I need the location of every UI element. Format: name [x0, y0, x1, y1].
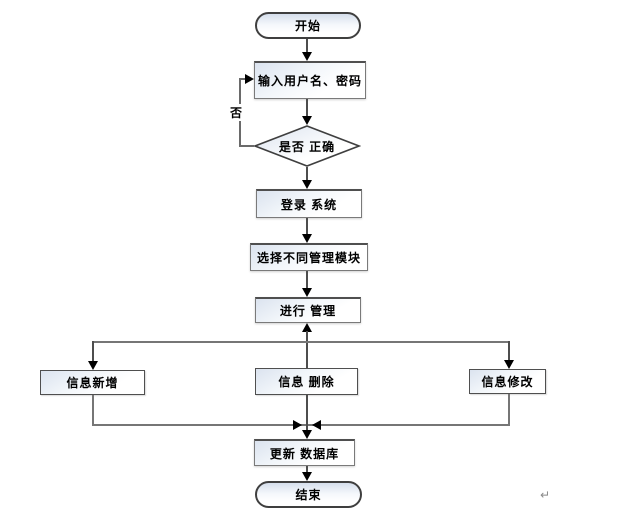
flow-node-info-modify: 信息修改: [469, 369, 546, 394]
connector-update-end: [306, 466, 308, 473]
arrowhead-down-icon: [302, 52, 312, 61]
flow-node-info-delete-label: 信息 删除: [278, 375, 335, 389]
connector-start-input: [306, 39, 308, 53]
connector-login-select: [306, 218, 308, 235]
arrowhead-down-icon: [302, 234, 312, 243]
arrowhead-down-icon: [302, 288, 312, 297]
arrowhead-left-icon: [312, 420, 321, 430]
flow-node-decision: 是否 正确: [252, 125, 362, 167]
connector-modify-merge: [508, 394, 510, 426]
connector-delete-update: [306, 395, 308, 431]
paragraph-return-mark: ↵: [540, 488, 551, 502]
arrowhead-right-icon: [293, 420, 302, 430]
flow-node-end: 结束: [255, 481, 362, 508]
flow-node-update-db: 更新 数据库: [254, 439, 355, 466]
connector-branch-top: [92, 341, 510, 343]
arrowhead-up-icon: [302, 323, 312, 332]
connector-select-manage: [306, 271, 308, 289]
flow-node-login-label: 登录 系统: [280, 197, 338, 212]
connector-manage-delete: [306, 331, 308, 368]
flow-node-info-delete: 信息 删除: [255, 368, 358, 395]
flow-node-manage: 进行 管理: [255, 297, 361, 323]
flow-node-input: 输入用户名、密码: [254, 61, 366, 99]
arrowhead-down-icon: [504, 360, 514, 369]
flow-node-start-label: 开始: [294, 19, 321, 33]
flow-node-select-module-label: 选择不同管理模块: [256, 251, 361, 265]
flow-node-info-add: 信息新增: [40, 370, 145, 395]
arrowhead-down-icon: [302, 116, 312, 125]
flow-node-decision-label: 是否 正确: [278, 139, 336, 154]
flow-node-info-modify-label: 信息修改: [481, 375, 534, 389]
connector-add-merge: [92, 395, 94, 426]
flow-node-end-label: 结束: [295, 488, 322, 502]
connector-branch-add: [92, 341, 94, 362]
flow-node-login: 登录 系统: [256, 189, 362, 218]
connector-branch-modify: [508, 341, 510, 361]
connector-no-loop-top: [239, 78, 247, 80]
arrowhead-right-icon: [245, 74, 254, 84]
flow-node-start: 开始: [255, 12, 361, 39]
connector-decision-login: [306, 167, 308, 181]
arrowhead-down-icon: [302, 180, 312, 189]
arrowhead-down-icon: [302, 430, 312, 439]
arrowhead-down-icon: [88, 361, 98, 370]
edge-label-no: 否: [226, 104, 246, 121]
flow-node-info-add-label: 信息新增: [66, 376, 119, 390]
flow-node-update-db-label: 更新 数据库: [269, 446, 340, 461]
flow-node-input-label: 输入用户名、密码: [257, 74, 362, 88]
diamond-shape-icon: [252, 125, 362, 167]
connector-no-loop-bottom: [239, 145, 254, 147]
flow-node-select-module: 选择不同管理模块: [250, 243, 368, 271]
connector-input-decision: [306, 99, 308, 117]
flow-node-manage-label: 进行 管理: [279, 304, 337, 318]
arrowhead-down-icon: [302, 472, 312, 481]
